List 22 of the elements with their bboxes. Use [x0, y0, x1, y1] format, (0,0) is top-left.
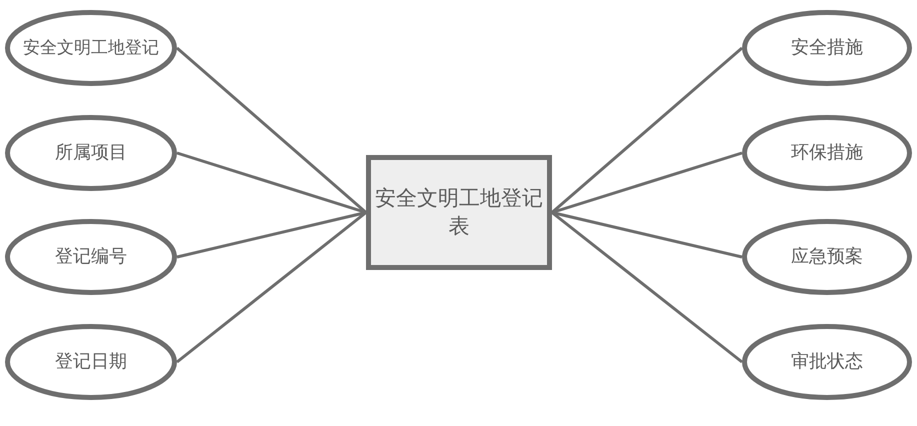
node-label: 环保措施 [791, 141, 863, 165]
node-label: 安全文明工地登记表 [374, 185, 544, 240]
connector-line [551, 46, 743, 214]
node-label: 审批状态 [791, 350, 863, 374]
attribute-ellipse [5, 10, 177, 86]
node-label: 登记日期 [55, 350, 127, 374]
attribute-ellipse [5, 219, 177, 295]
node-label: 安全文明工地登记 [23, 36, 159, 60]
attribute-ellipse [5, 115, 177, 191]
entity-box [366, 155, 552, 270]
connector-line [176, 46, 367, 214]
node-label: 应急预案 [791, 245, 863, 269]
attribute-ellipse [742, 10, 912, 86]
attribute-ellipse [742, 324, 912, 400]
attribute-ellipse [742, 219, 912, 295]
node-label: 所属项目 [55, 141, 127, 165]
node-label: 登记编号 [55, 245, 127, 269]
attribute-ellipse [742, 115, 912, 191]
connector-line [176, 211, 367, 364]
attribute-ellipse [5, 324, 177, 400]
connector-line [551, 211, 743, 364]
node-label: 安全措施 [791, 36, 863, 60]
